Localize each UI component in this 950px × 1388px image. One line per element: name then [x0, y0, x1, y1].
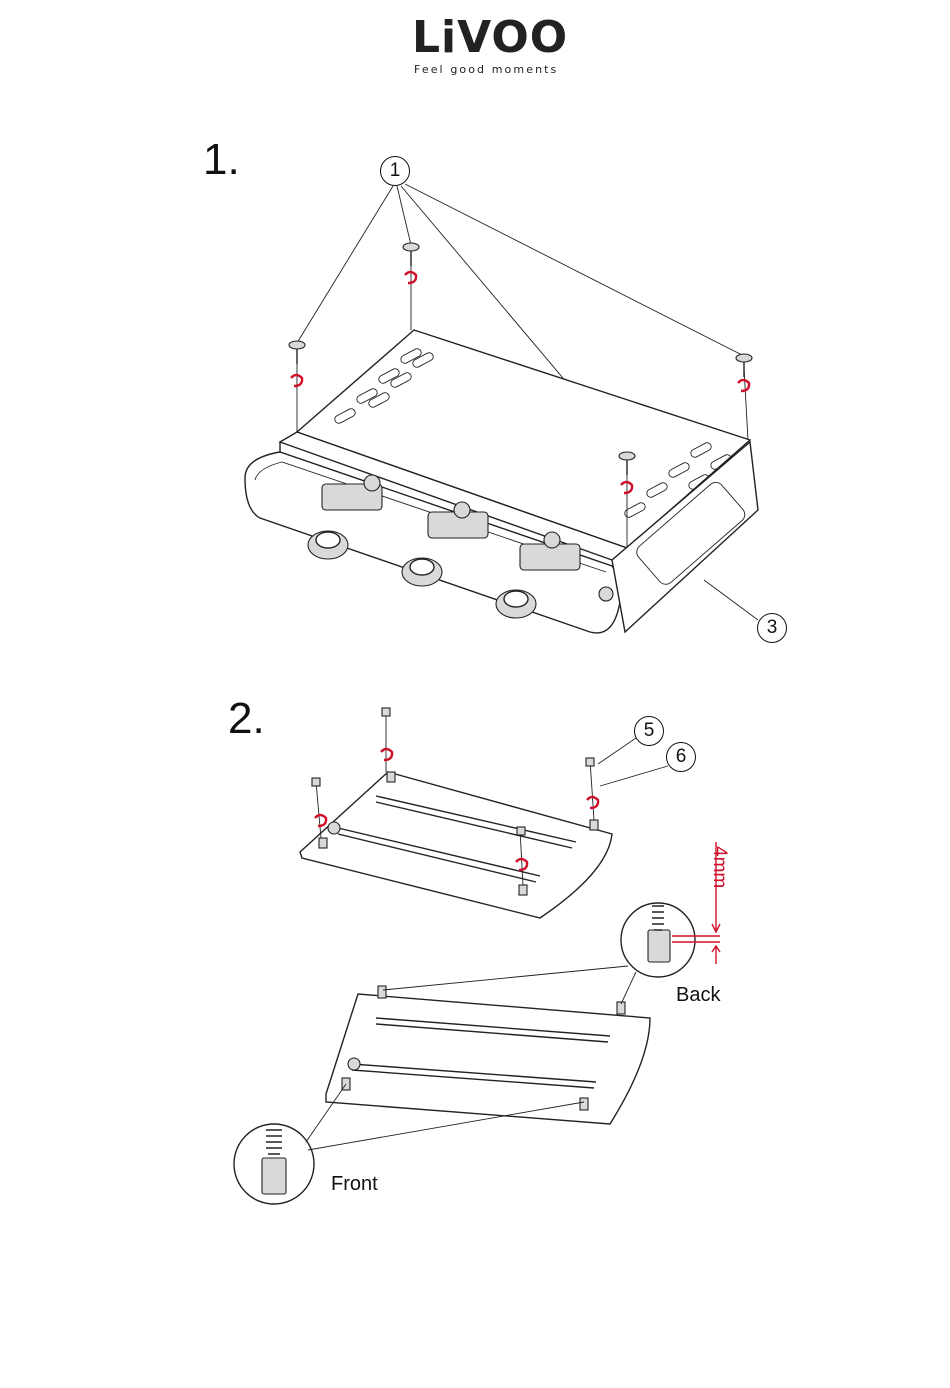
front-label: Front [331, 1173, 378, 1196]
back-label: Back [676, 984, 720, 1007]
callout-3-leader [704, 580, 758, 620]
step-2-illustration [234, 708, 720, 1204]
callout-part-3: 3 [757, 613, 787, 643]
lower-plate [326, 994, 650, 1124]
callout-part-6: 6 [666, 742, 696, 772]
upper-plate [300, 772, 612, 918]
callout-part-1: 1 [380, 156, 410, 186]
step-1-illustration [245, 184, 758, 633]
dimension-label: 4mm [708, 846, 730, 888]
callout-part-5: 5 [634, 716, 664, 746]
